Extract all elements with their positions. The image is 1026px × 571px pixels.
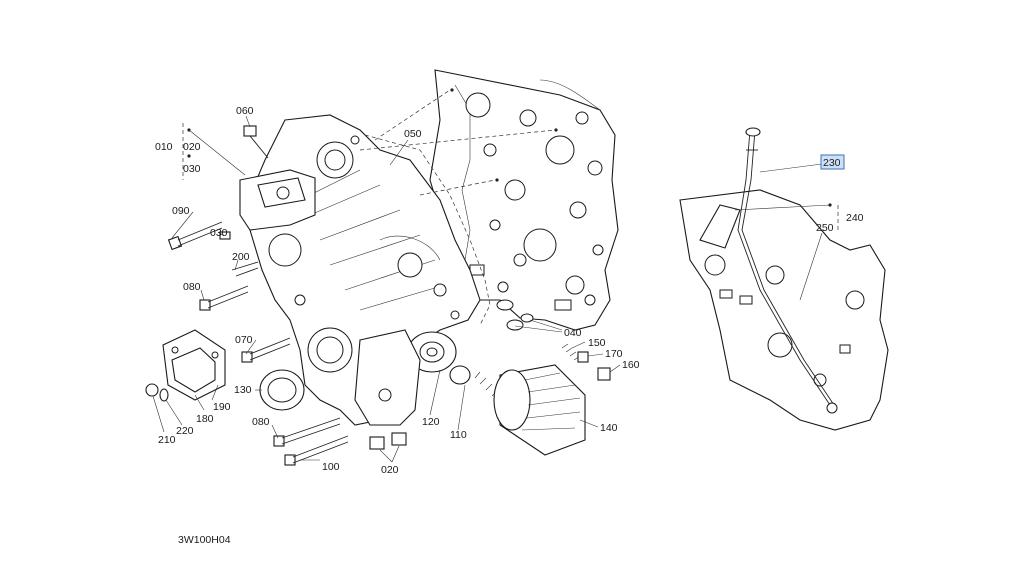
oil-filter: [449, 364, 586, 456]
label-200[interactable]: 200: [232, 251, 250, 263]
thermostat-housing: [239, 169, 316, 231]
label-190[interactable]: 190: [213, 401, 231, 413]
engine-block: [429, 69, 619, 331]
oil-seal: [259, 369, 305, 411]
label-010[interactable]: 010: [155, 141, 173, 153]
label-240[interactable]: 240: [846, 212, 864, 224]
label-150[interactable]: 150: [588, 337, 606, 349]
label-080-upper[interactable]: 080: [183, 281, 201, 293]
label-050[interactable]: 050: [404, 128, 422, 140]
label-020-upper[interactable]: 020: [183, 141, 201, 153]
label-230[interactable]: 230: [823, 157, 841, 169]
label-210[interactable]: 210: [158, 434, 176, 446]
label-120[interactable]: 120: [422, 416, 440, 428]
o-rings: [496, 299, 534, 331]
dipstick-detail: [679, 127, 889, 431]
label-100[interactable]: 100: [322, 461, 340, 473]
label-090[interactable]: 090: [172, 205, 190, 217]
label-160[interactable]: 160: [622, 359, 640, 371]
relief-valve: [561, 343, 611, 381]
part-labels: 060 010 020 030 050 090 030 200 080 070 …: [155, 105, 864, 476]
selected-part-highlight: [820, 154, 845, 170]
label-220[interactable]: 220: [176, 425, 194, 437]
label-250[interactable]: 250: [816, 222, 834, 234]
bullets: [187, 88, 832, 207]
oil-cooler-body: [354, 329, 421, 426]
label-030-lower[interactable]: 030: [210, 227, 228, 239]
label-110[interactable]: 110: [450, 429, 467, 441]
label-180[interactable]: 180: [196, 413, 214, 425]
bolts: [145, 125, 407, 466]
label-060[interactable]: 060: [236, 105, 254, 117]
label-170[interactable]: 170: [605, 348, 623, 360]
label-070[interactable]: 070: [235, 334, 253, 346]
label-140[interactable]: 140: [600, 422, 618, 434]
diagram-code: 3W100H04: [178, 534, 231, 546]
label-080-lower[interactable]: 080: [252, 416, 270, 428]
cover-plate: [162, 329, 226, 401]
label-030-upper[interactable]: 030: [183, 163, 201, 175]
gasket-050: [364, 134, 491, 326]
leader-lines: [152, 89, 839, 463]
label-040[interactable]: 040: [564, 327, 582, 339]
label-130[interactable]: 130: [234, 384, 252, 396]
label-020-lower[interactable]: 020: [381, 464, 399, 476]
